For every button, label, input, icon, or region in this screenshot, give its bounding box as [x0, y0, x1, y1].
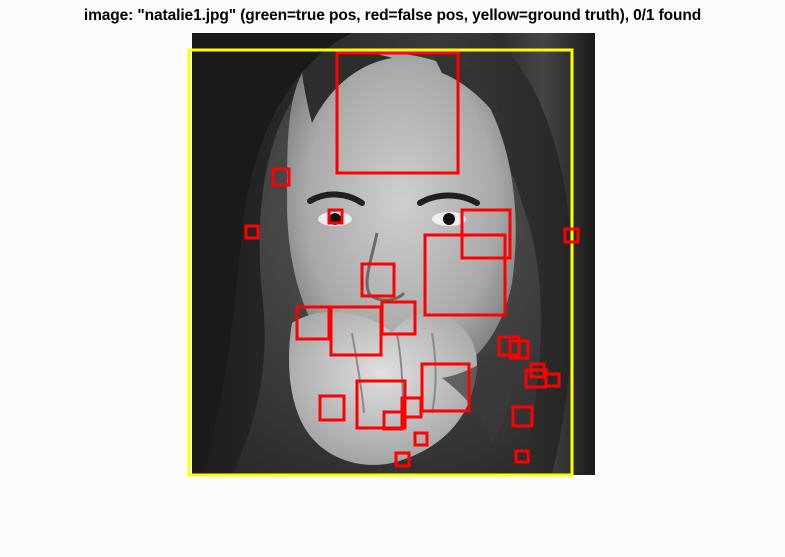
face-photo: [192, 33, 595, 475]
figure-title: image: "natalie1.jpg" (green=true pos, r…: [83, 7, 702, 24]
